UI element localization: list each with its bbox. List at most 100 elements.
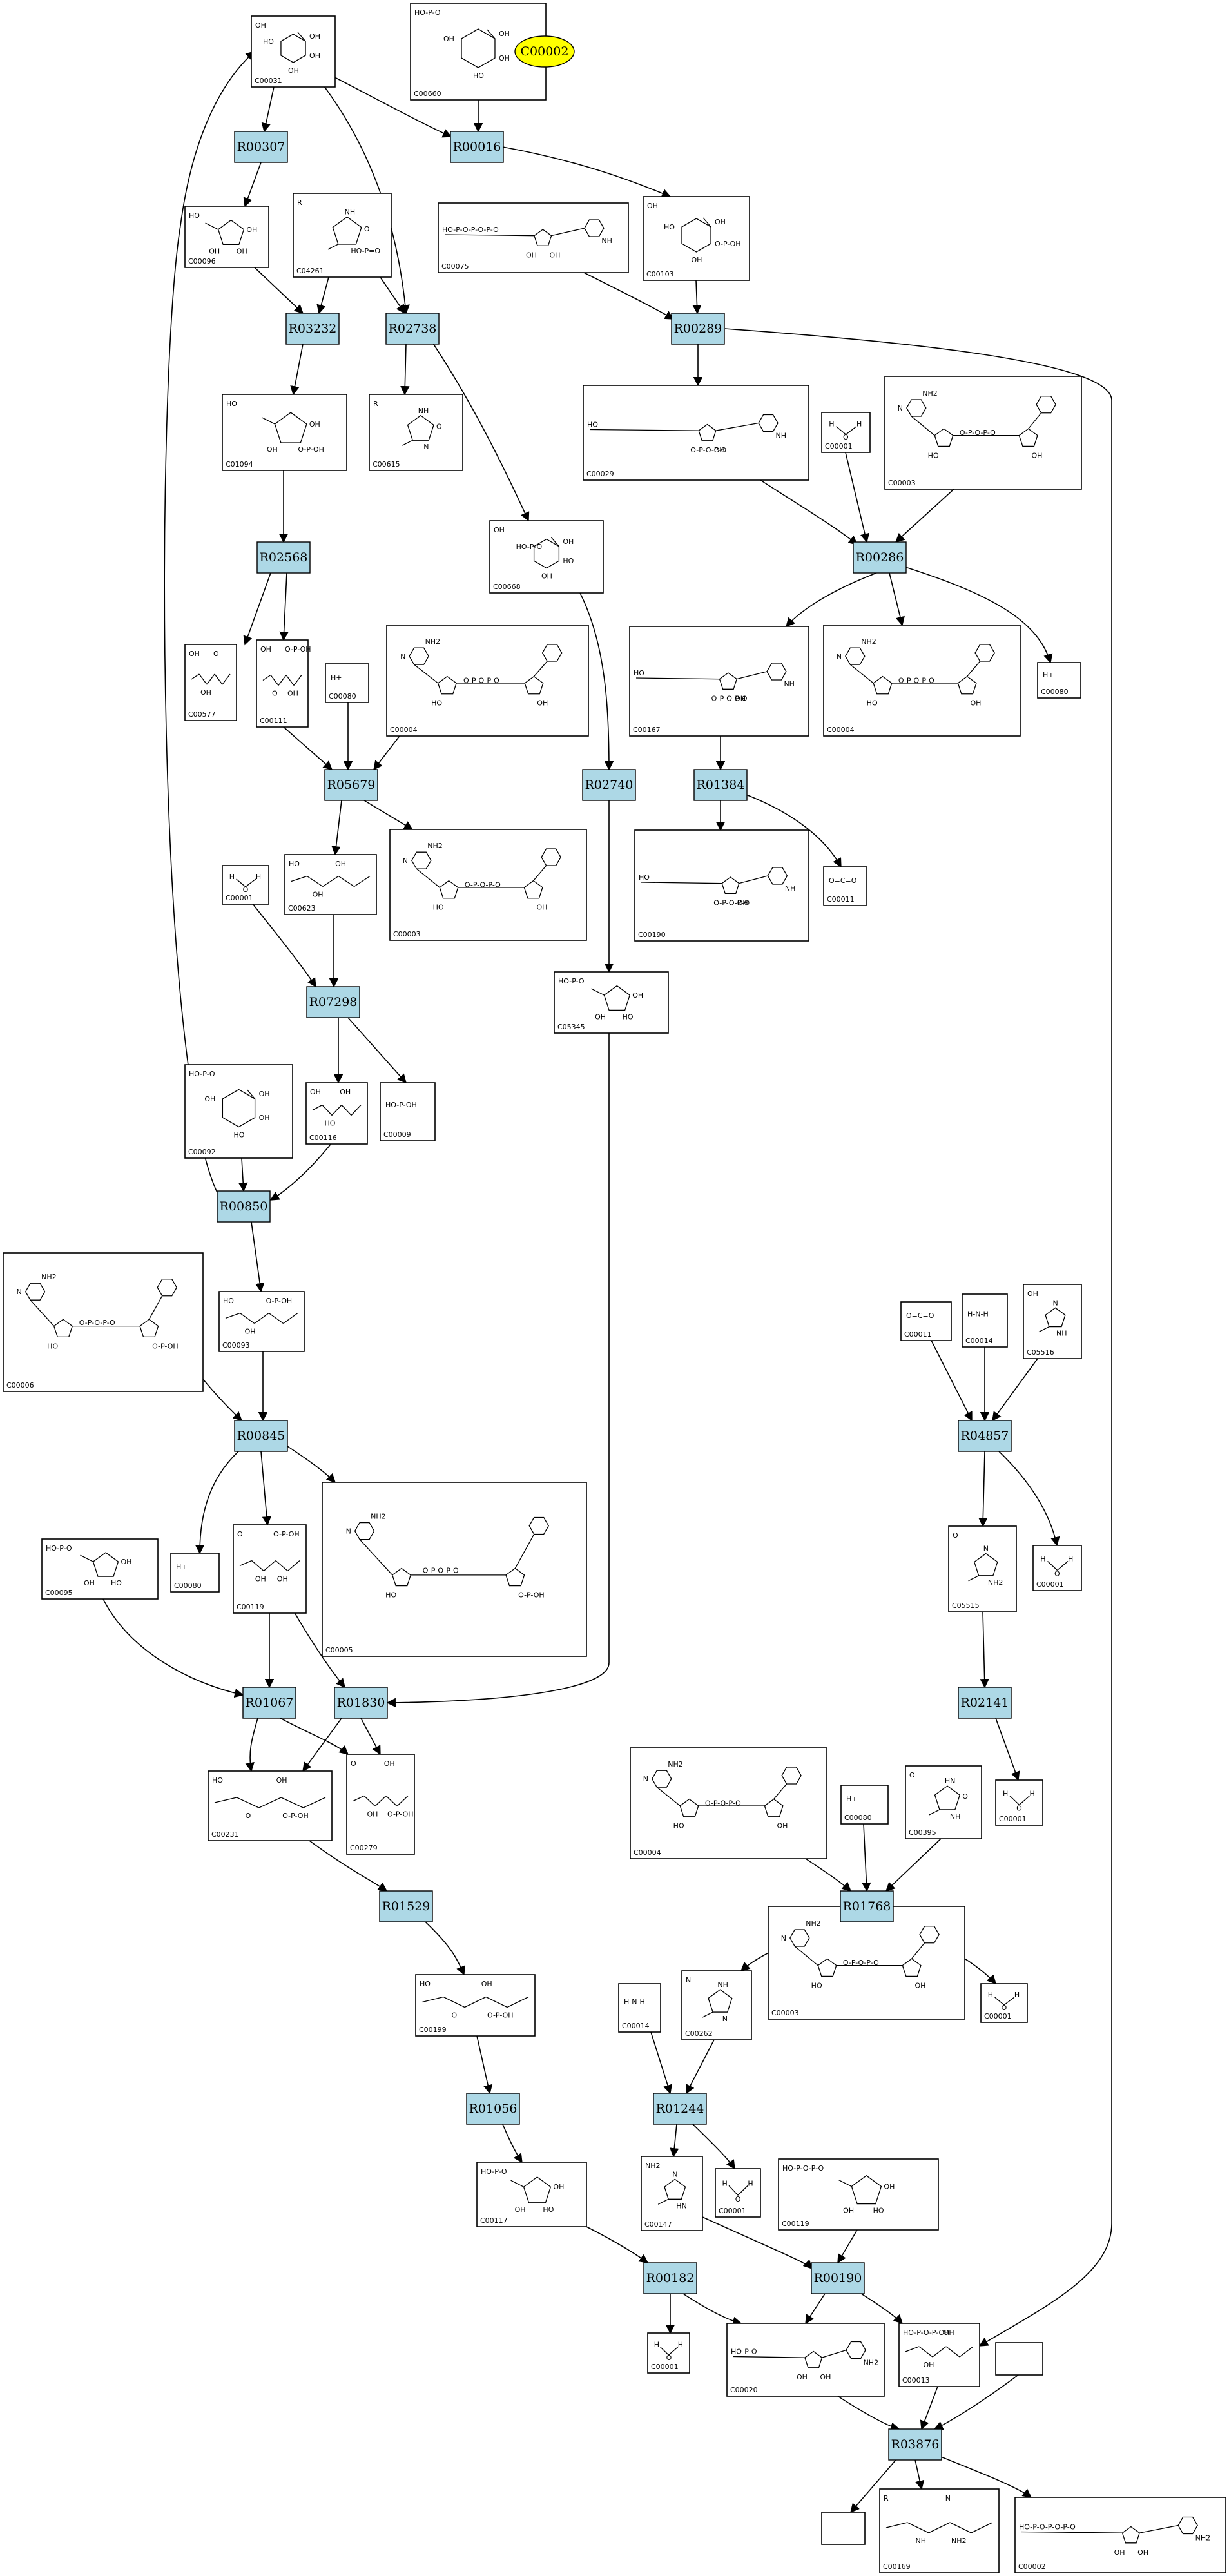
reaction-node[interactable]: R05679: [324, 769, 378, 801]
ring-bond: [528, 1516, 549, 1535]
reaction-node[interactable]: R01830: [334, 1687, 388, 1719]
reaction-node[interactable]: R03876: [888, 2428, 942, 2461]
atom-label: OH: [595, 1012, 606, 1021]
reaction-node[interactable]: R00289: [671, 313, 725, 345]
compound-id-label: C00009: [383, 1130, 411, 1139]
reaction-node[interactable]: R00182: [643, 2262, 697, 2294]
compound-node[interactable]: H+C00080: [325, 663, 369, 703]
reaction-node[interactable]: R00286: [853, 541, 907, 574]
reaction-node[interactable]: R02740: [582, 769, 636, 801]
ring-bond: [781, 1767, 802, 1785]
atom-label: OH: [288, 66, 299, 75]
reaction-node[interactable]: R03232: [285, 313, 340, 345]
reaction-node[interactable]: R01768: [840, 1890, 894, 1922]
reaction-node[interactable]: R00190: [811, 2262, 865, 2294]
compound-node[interactable]: [995, 2342, 1043, 2376]
atom-label: H: [654, 2341, 659, 2349]
reaction-node[interactable]: R02738: [385, 313, 440, 345]
reaction-node[interactable]: R04857: [958, 1420, 1012, 1452]
pathway-edge: [363, 800, 414, 830]
compound-node[interactable]: H+C00080: [1037, 662, 1081, 699]
compound-node[interactable]: H+C00080: [840, 1785, 889, 1825]
compound-box: [325, 663, 369, 703]
reaction-node[interactable]: R00850: [217, 1190, 271, 1223]
reaction-node[interactable]: R00307: [234, 131, 288, 163]
reaction-node[interactable]: R01056: [466, 2093, 520, 2125]
compound-node[interactable]: [821, 2512, 866, 2545]
reaction-node[interactable]: R01067: [242, 1687, 296, 1719]
reaction-node[interactable]: R07298: [306, 986, 360, 1018]
reaction-node[interactable]: R01384: [693, 769, 748, 801]
compound-box: [879, 2488, 1000, 2573]
reaction-node[interactable]: R01244: [653, 2093, 707, 2125]
compound-box: [948, 1525, 1017, 1612]
reaction-node[interactable]: R02568: [256, 541, 311, 574]
reaction-node[interactable]: R00845: [234, 1420, 288, 1452]
reaction-node[interactable]: R01529: [379, 1890, 433, 1922]
compound-node[interactable]: H+C00080: [170, 1553, 220, 1593]
target-compound-node[interactable]: C00002: [514, 35, 575, 68]
pathway-edge: [243, 162, 262, 208]
reaction-node[interactable]: R00016: [450, 131, 504, 163]
reaction-node[interactable]: R02141: [958, 1687, 1012, 1719]
bond: [354, 875, 371, 887]
bond: [262, 674, 271, 681]
atom-label: NH: [345, 208, 356, 217]
